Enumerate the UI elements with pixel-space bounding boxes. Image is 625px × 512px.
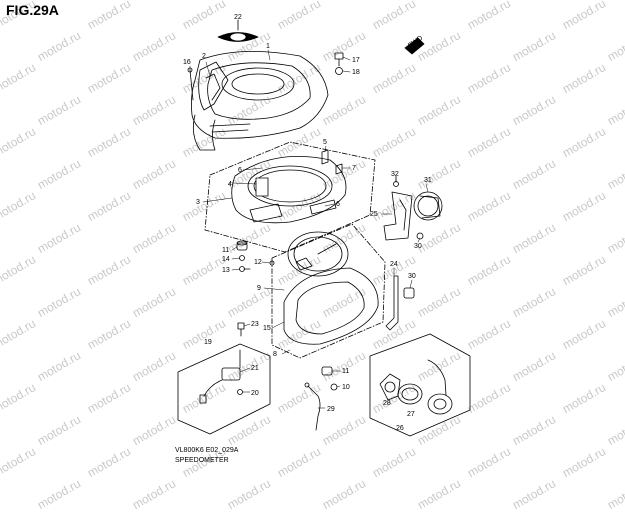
speedometer-dial-part: [287, 231, 349, 277]
watermark-text: motod.ru: [225, 476, 274, 512]
screw-part-16: [187, 67, 194, 101]
callout-16: 16: [183, 59, 191, 66]
callout-30b: 30: [408, 273, 416, 280]
callout-11b: 11: [342, 368, 349, 375]
figure-name: SPEEDOMETER: [175, 457, 229, 464]
watermark-text: motod.ru: [415, 476, 464, 512]
callout-27: 27: [407, 411, 415, 418]
watermark-text: motod.ru: [35, 476, 84, 512]
speedometer-assembly-box: [271, 223, 386, 359]
callout-32: 32: [391, 171, 399, 178]
watermark-text: motod.ru: [320, 476, 369, 512]
callout-10: 10: [342, 384, 350, 391]
housing-part: [427, 359, 453, 415]
callout-8: 8: [273, 351, 277, 358]
callout-20: 20: [251, 390, 259, 397]
grommet-part-11b: [321, 366, 333, 376]
screw-part-13: [239, 266, 251, 272]
watermark-text: motod.ru: [605, 476, 625, 512]
screw-part-23: [237, 322, 245, 337]
grommet-part-30b: [403, 287, 415, 299]
callout-6b: 6: [336, 201, 340, 208]
callout-29: 29: [327, 406, 335, 413]
ring-part-27: [397, 383, 423, 405]
speed-sensor-box: [369, 333, 471, 437]
callout-17: 17: [352, 57, 360, 64]
sensor-assembly-box: [177, 343, 271, 435]
callout-24: 24: [390, 261, 398, 268]
bracket-part-5: [321, 149, 329, 165]
callout-2: 2: [202, 53, 206, 60]
callout-22: 22: [234, 14, 242, 21]
meter-assembly-box: [204, 141, 376, 253]
callout-31: 31: [424, 177, 432, 184]
gear-part-28: [379, 373, 401, 401]
callout-7: 7: [352, 165, 356, 172]
screw-part-20: [237, 389, 243, 395]
callout-5: 5: [323, 139, 327, 146]
bracket-part-24: [385, 275, 399, 331]
grommet-part-30a: [416, 232, 424, 240]
exploded-parts-drawing: FWD: [177, 14, 471, 437]
callout-19: 19: [204, 339, 212, 346]
meter-case-part: [231, 156, 347, 224]
figure-code: VL800K6 E02_029A: [175, 447, 239, 454]
figure-title: FIG.29A: [6, 2, 59, 18]
callout-25: 25: [370, 211, 378, 218]
cable-part-29: [304, 382, 321, 431]
callout-18: 18: [352, 69, 360, 76]
bolt-part-17: [334, 52, 344, 67]
callout-28: 28: [383, 400, 391, 407]
callout-11: 11: [222, 247, 229, 254]
callout-26: 26: [396, 425, 404, 432]
lamp-part-31: [413, 191, 443, 221]
bracket-part-25: [383, 191, 413, 241]
callout-21: 21: [251, 365, 259, 372]
callout-14: 14: [222, 256, 230, 263]
callout-numbers: 22 2 1 16 17 18 5 6 7 4 3 6 32 31 25 30 …: [183, 14, 432, 432]
leader-lines: [189, 49, 429, 409]
sensor-part-21: [199, 349, 241, 404]
callout-30: 30: [414, 243, 422, 250]
clip-part-7: [335, 163, 343, 175]
meter-cover-part: [191, 50, 329, 151]
emblem-part: [217, 19, 259, 42]
callout-4: 4: [228, 181, 232, 188]
callout-15: 15: [263, 325, 271, 332]
callout-12: 12: [254, 259, 262, 266]
collar-part-10: [330, 383, 338, 391]
callout-23: 23: [251, 321, 259, 328]
callout-9: 9: [257, 285, 261, 292]
callout-13: 13: [222, 267, 230, 274]
lower-case-part: [283, 267, 379, 345]
fwd-arrow-icon: FWD: [404, 35, 425, 55]
watermark-text: motod.ru: [130, 476, 179, 512]
watermark-text: motod.ru: [510, 476, 559, 512]
callout-1: 1: [266, 43, 270, 50]
washer-part-18: [335, 67, 343, 75]
callout-3: 3: [196, 199, 200, 206]
grommet-part-11a: [236, 240, 248, 251]
callout-6: 6: [238, 167, 242, 174]
